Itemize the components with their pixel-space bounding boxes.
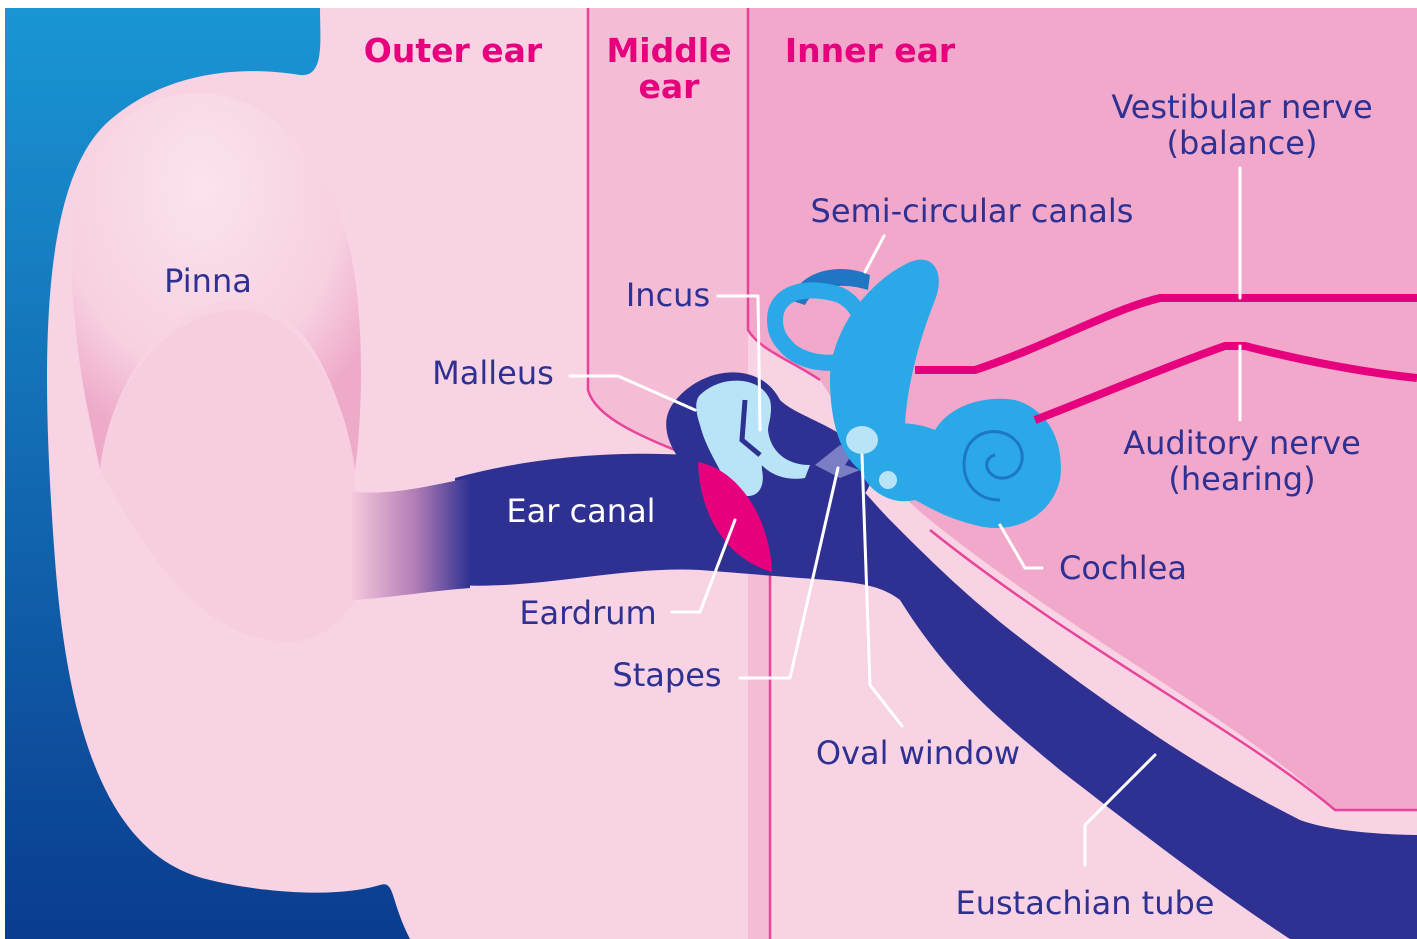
section-title-middle-line1: Middle: [606, 31, 731, 70]
label-ear-canal: Ear canal: [506, 492, 655, 530]
section-title-middle-line2: ear: [639, 67, 701, 106]
label-vestibular-nerve-line1: Vestibular nerve: [1111, 88, 1372, 126]
round-window: [879, 471, 897, 489]
section-title-outer: Outer ear: [364, 31, 543, 70]
label-oval-window: Oval window: [816, 734, 1020, 772]
ear-canal-entrance: [352, 478, 470, 600]
label-eardrum: Eardrum: [519, 594, 656, 632]
label-pinna: Pinna: [164, 262, 252, 300]
oval-window: [846, 426, 878, 454]
label-semicircular-canals: Semi-circular canals: [811, 192, 1134, 230]
label-incus: Incus: [626, 276, 710, 314]
section-title-inner: Inner ear: [785, 31, 956, 70]
label-eustachian-tube: Eustachian tube: [956, 884, 1215, 922]
label-vestibular-nerve-line2: (balance): [1167, 124, 1318, 162]
label-auditory-nerve-line1: Auditory nerve: [1123, 424, 1361, 462]
label-auditory-nerve-line2: (hearing): [1168, 460, 1315, 498]
label-malleus: Malleus: [432, 354, 554, 392]
label-stapes: Stapes: [612, 656, 721, 694]
label-cochlea: Cochlea: [1059, 549, 1187, 587]
